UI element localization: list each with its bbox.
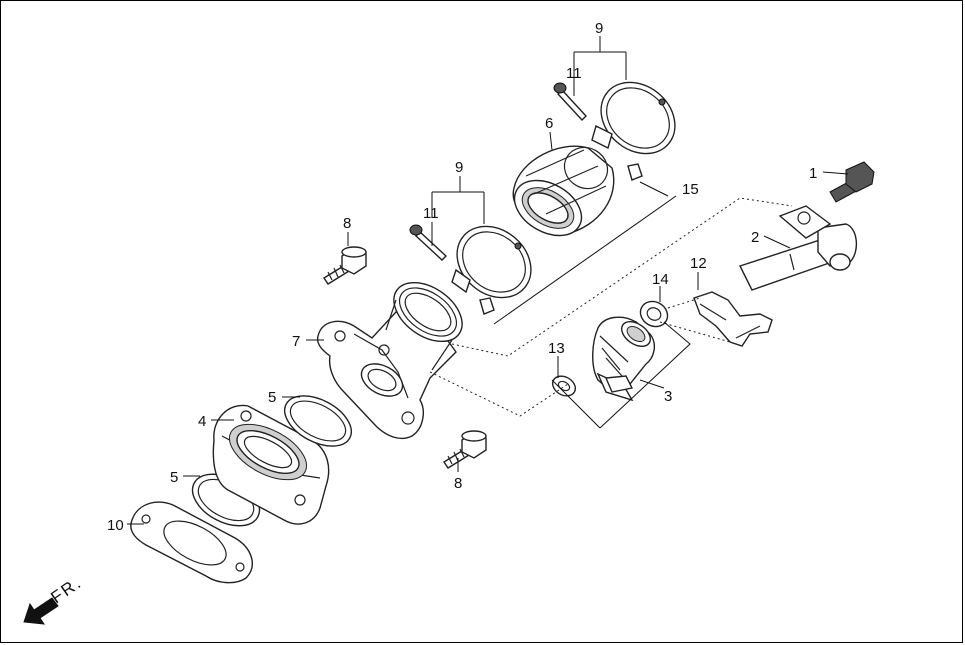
callout-labels: 1 2 3 4 5 5 6 7 8 8 9 9 10 11 11 12 13 1…: [107, 20, 817, 534]
part-2-fuel-pipe: [739, 205, 857, 291]
callout-8-lower: 8: [454, 475, 462, 492]
front-direction-indicator: FR.: [23, 573, 86, 625]
callout-6: 6: [545, 115, 553, 132]
part-5-oring-upper: [284, 395, 352, 447]
callout-11-left: 11: [423, 205, 439, 222]
part-11-screw-right: [553, 82, 587, 122]
part-12-clip: [693, 291, 773, 347]
part-11-screw-left: [409, 224, 448, 261]
assembly-dotted-lines: [429, 197, 793, 417]
callout-11-right: 11: [566, 65, 582, 82]
callout-15: 15: [682, 181, 699, 198]
callout-5-upper: 5: [268, 389, 276, 406]
part-10-gasket: [130, 501, 253, 584]
part-9-clamp-right: [591, 81, 676, 155]
part-8-bolt-upper: [323, 246, 367, 285]
part-7-intake-pipe: [316, 281, 463, 440]
part-6-connecting-tube: [512, 145, 615, 237]
callout-8-upper: 8: [343, 215, 351, 232]
leader-lines: [127, 36, 849, 525]
callout-13: 13: [548, 340, 565, 357]
callout-5-lower: 5: [170, 469, 178, 486]
callout-9-left: 9: [455, 159, 463, 176]
part-15-clip-left: [479, 297, 495, 315]
part-8-bolt-lower: [443, 430, 487, 469]
callout-14: 14: [652, 271, 669, 288]
callout-9-right: 9: [595, 20, 603, 37]
callout-3: 3: [664, 388, 672, 405]
part-15-clip-right: [627, 163, 643, 181]
part-3-fuel-injector: [592, 316, 656, 402]
callout-2: 2: [751, 229, 759, 246]
callout-1: 1: [809, 165, 817, 182]
callout-10: 10: [107, 517, 124, 534]
callout-4: 4: [198, 413, 206, 430]
part-9-clamp-left: [451, 225, 532, 299]
part-1-bolt: [829, 161, 875, 203]
callout-7: 7: [292, 333, 300, 350]
front-arrow-icon: [23, 597, 59, 625]
callout-12: 12: [690, 255, 707, 272]
part-13-oring: [551, 375, 577, 397]
part-14-seal: [639, 300, 669, 328]
